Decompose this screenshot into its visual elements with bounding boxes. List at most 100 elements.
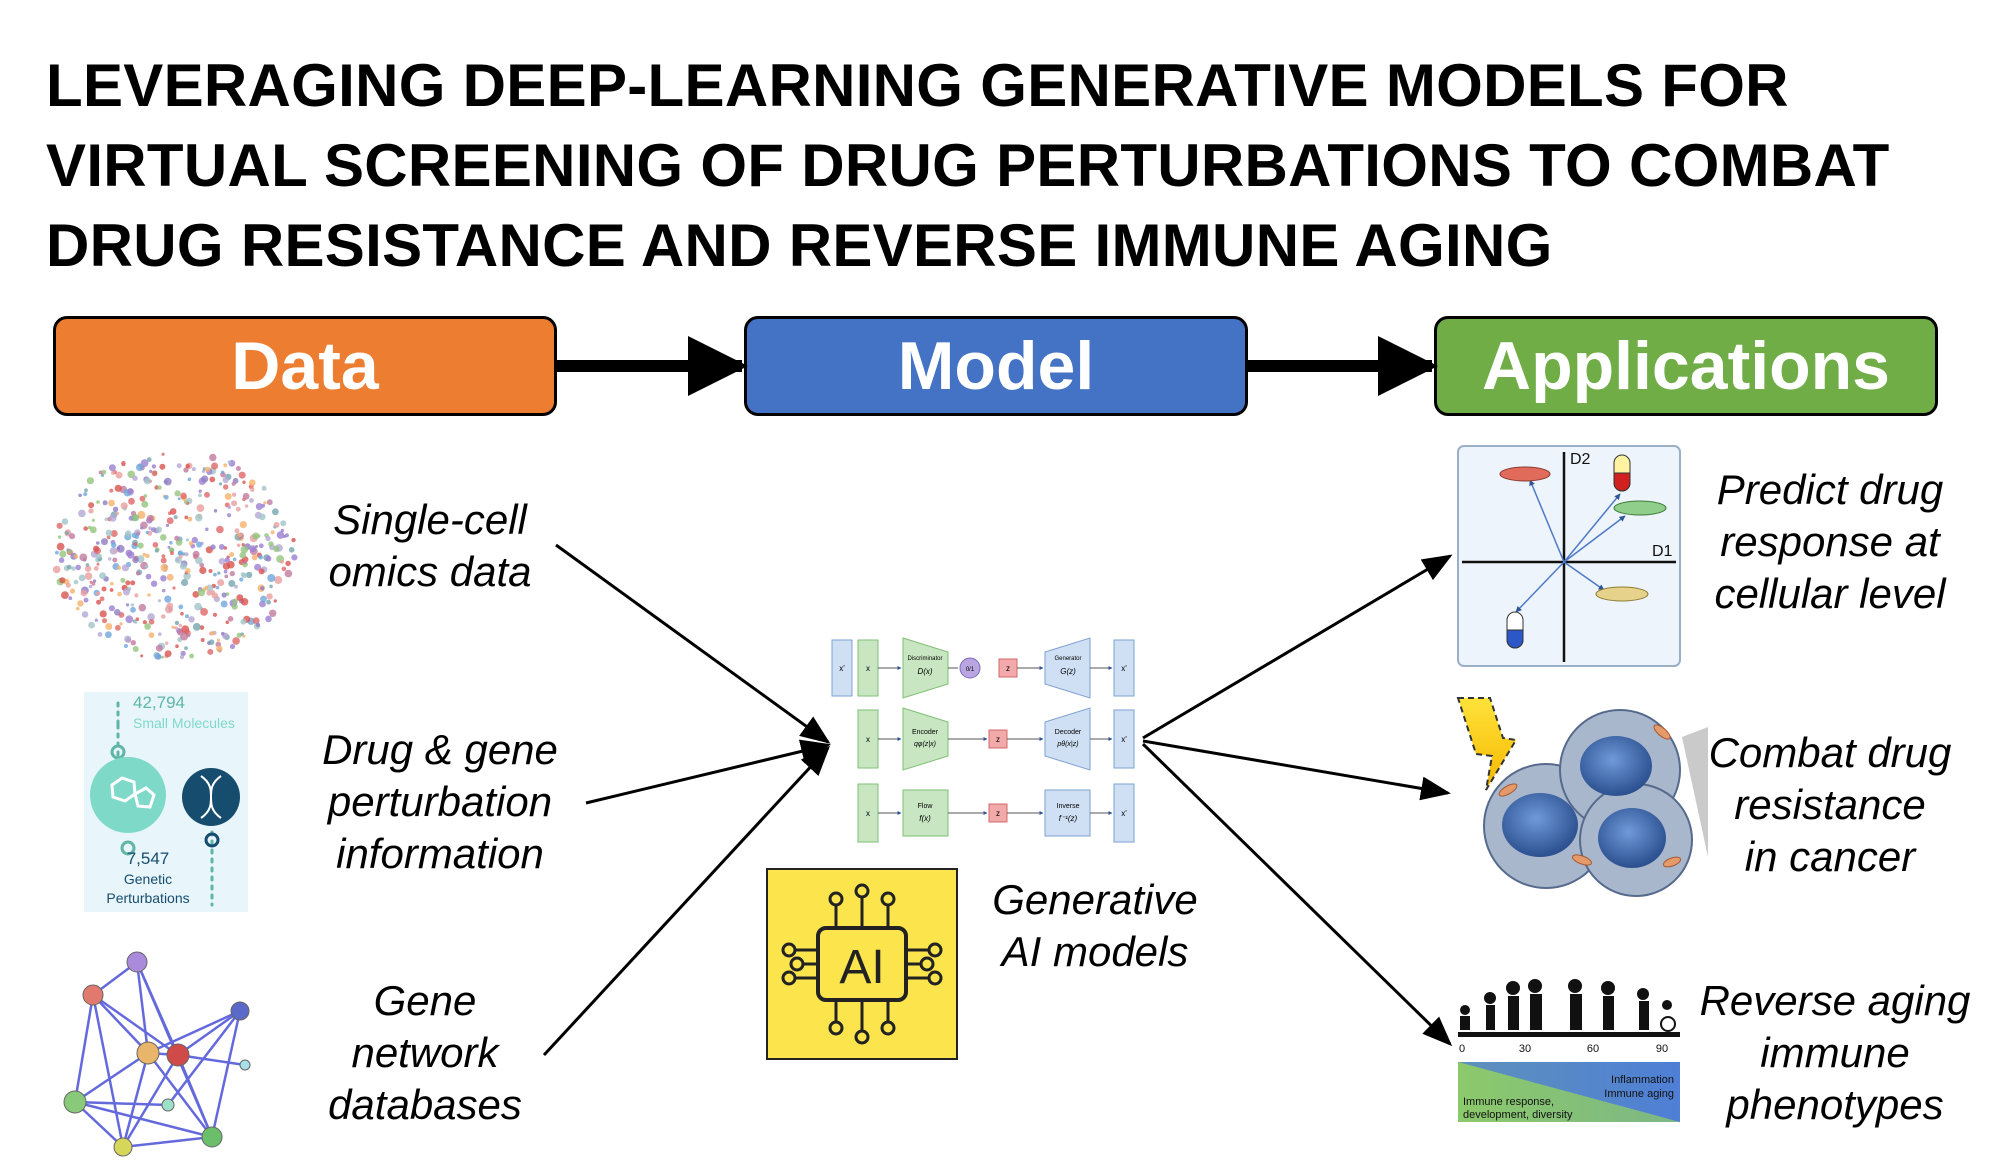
svg-text:Encoder: Encoder <box>912 729 939 736</box>
svg-text:f(x): f(x) <box>919 814 931 823</box>
title-line-1: LEVERAGING DEEP-LEARNING GENERATIVE MODE… <box>46 52 1789 119</box>
umap-cell-dot <box>280 559 284 564</box>
umap-cell-dot <box>137 542 144 549</box>
umap-cell-dot <box>132 514 140 522</box>
svg-text:x': x' <box>1121 735 1127 744</box>
umap-cell-dot <box>238 471 246 479</box>
umap-cell-dot <box>108 557 112 561</box>
umap-cell-dot <box>56 542 65 551</box>
umap-cell-dot <box>109 514 117 522</box>
umap-cell-dot <box>143 477 151 485</box>
umap-cell-dot <box>148 619 155 625</box>
umap-cell-dot <box>163 494 169 500</box>
umap-cell-dot <box>111 470 115 475</box>
umap-cell-dot <box>109 588 114 592</box>
umap-cell-dot <box>125 549 133 557</box>
umap-cell-dot <box>240 545 249 554</box>
umap-cell-dot <box>120 577 126 583</box>
umap-cell-dot <box>216 645 223 653</box>
umap-cell-dot <box>163 477 172 486</box>
umap-cell-dot <box>220 470 225 474</box>
umap-cell-dot <box>218 544 225 550</box>
umap-cell-dot <box>88 508 94 514</box>
umap-cell-dot <box>194 602 202 611</box>
umap-cell-dot <box>114 609 121 616</box>
umap-cell-dot <box>197 588 206 597</box>
umap-cell-dot <box>249 498 254 503</box>
umap-cell-dot <box>252 617 260 625</box>
cancer-cells-image <box>1456 697 1708 897</box>
svg-text:z: z <box>1006 664 1010 673</box>
umap-cell-dot <box>169 508 177 515</box>
umap-cell-dot <box>179 562 187 570</box>
umap-cell-dot <box>273 545 280 552</box>
umap-cell-dot <box>206 584 214 592</box>
umap-cell-dot <box>81 611 89 618</box>
aging-caption: Reverse aging immune phenotypes <box>1699 977 1971 1128</box>
umap-cell-dot <box>127 488 134 495</box>
umap-cell-dot <box>56 522 63 529</box>
umap-cell-dot <box>239 521 247 529</box>
umap-cell-dot <box>222 562 230 570</box>
aging-label-right-2: Immune aging <box>1604 1088 1674 1100</box>
umap-cell-dot <box>280 520 287 527</box>
aging-label-left-2: development, diversity <box>1463 1109 1573 1121</box>
umap-cell-dot <box>142 552 147 557</box>
generative-models-caption: Generative AI models <box>992 876 1198 975</box>
umap-cell-dot <box>222 476 229 484</box>
umap-cell-dot <box>180 611 184 616</box>
umap-cell-dot <box>115 511 120 516</box>
umap-cell-dot <box>208 569 213 573</box>
umap-cell-dot <box>160 563 169 572</box>
umap-cell-dot <box>216 638 220 642</box>
umap-cell-dot <box>105 529 113 537</box>
svg-text:f⁻¹(z): f⁻¹(z) <box>1059 814 1078 823</box>
umap-cell-dot <box>151 527 157 533</box>
umap-cell-dot <box>225 620 230 625</box>
umap-cell-dot <box>274 576 283 584</box>
umap-cell-dot <box>141 500 149 508</box>
umap-cell-dot <box>267 574 276 582</box>
umap-cell-dot <box>130 640 136 646</box>
umap-cell-dot <box>240 598 249 606</box>
single-cell-arrow <box>555 543 831 744</box>
umap-cell-dot <box>110 581 114 586</box>
umap-cell-dot <box>128 497 135 505</box>
umap-cell-dot <box>234 584 238 589</box>
umap-cell-dot <box>283 535 287 538</box>
umap-cell-dot <box>180 632 189 641</box>
umap-cell-dot <box>55 550 59 555</box>
umap-cell-dot <box>188 616 195 623</box>
umap-cell-dot <box>137 510 146 519</box>
umap-cell-dot <box>88 621 95 629</box>
umap-cell-dot <box>122 588 131 596</box>
umap-cell-dot <box>183 572 191 580</box>
umap-cell-dot <box>158 599 161 603</box>
umap-cell-dot <box>249 545 257 553</box>
umap-cell-dot <box>243 560 247 565</box>
umap-cell-dot <box>124 644 128 648</box>
umap-cell-dot <box>199 625 205 630</box>
umap-cell-dot <box>188 541 194 546</box>
umap-cell-dot <box>199 562 205 568</box>
umap-cell-dot <box>236 594 244 602</box>
umap-cell-dot <box>79 553 88 562</box>
umap-cell-dot <box>166 517 174 525</box>
network-caption: Gene network databases <box>328 977 522 1128</box>
umap-cell-dot <box>223 484 229 490</box>
umap-cell-dot <box>235 466 241 471</box>
age-tick-0: 0 <box>1459 1043 1465 1055</box>
umap-cell-dot <box>195 513 203 522</box>
umap-cell-dot <box>99 610 107 618</box>
umap-cell-dot <box>266 499 273 506</box>
umap-cell-dot <box>244 504 249 508</box>
stage-data-label: Data <box>231 328 379 404</box>
umap-cell-dot <box>149 469 153 473</box>
umap-cell-dot <box>199 566 207 575</box>
svg-text:pθ(x|z): pθ(x|z) <box>1056 741 1078 748</box>
umap-cell-dot <box>121 460 126 466</box>
aging-arrow <box>1141 742 1453 1047</box>
title-line-2: VIRTUAL SCREENING OF DRUG PERTURBATIONS … <box>46 132 1890 199</box>
svg-text:z: z <box>996 809 1000 818</box>
umap-cell-dot <box>258 555 264 560</box>
